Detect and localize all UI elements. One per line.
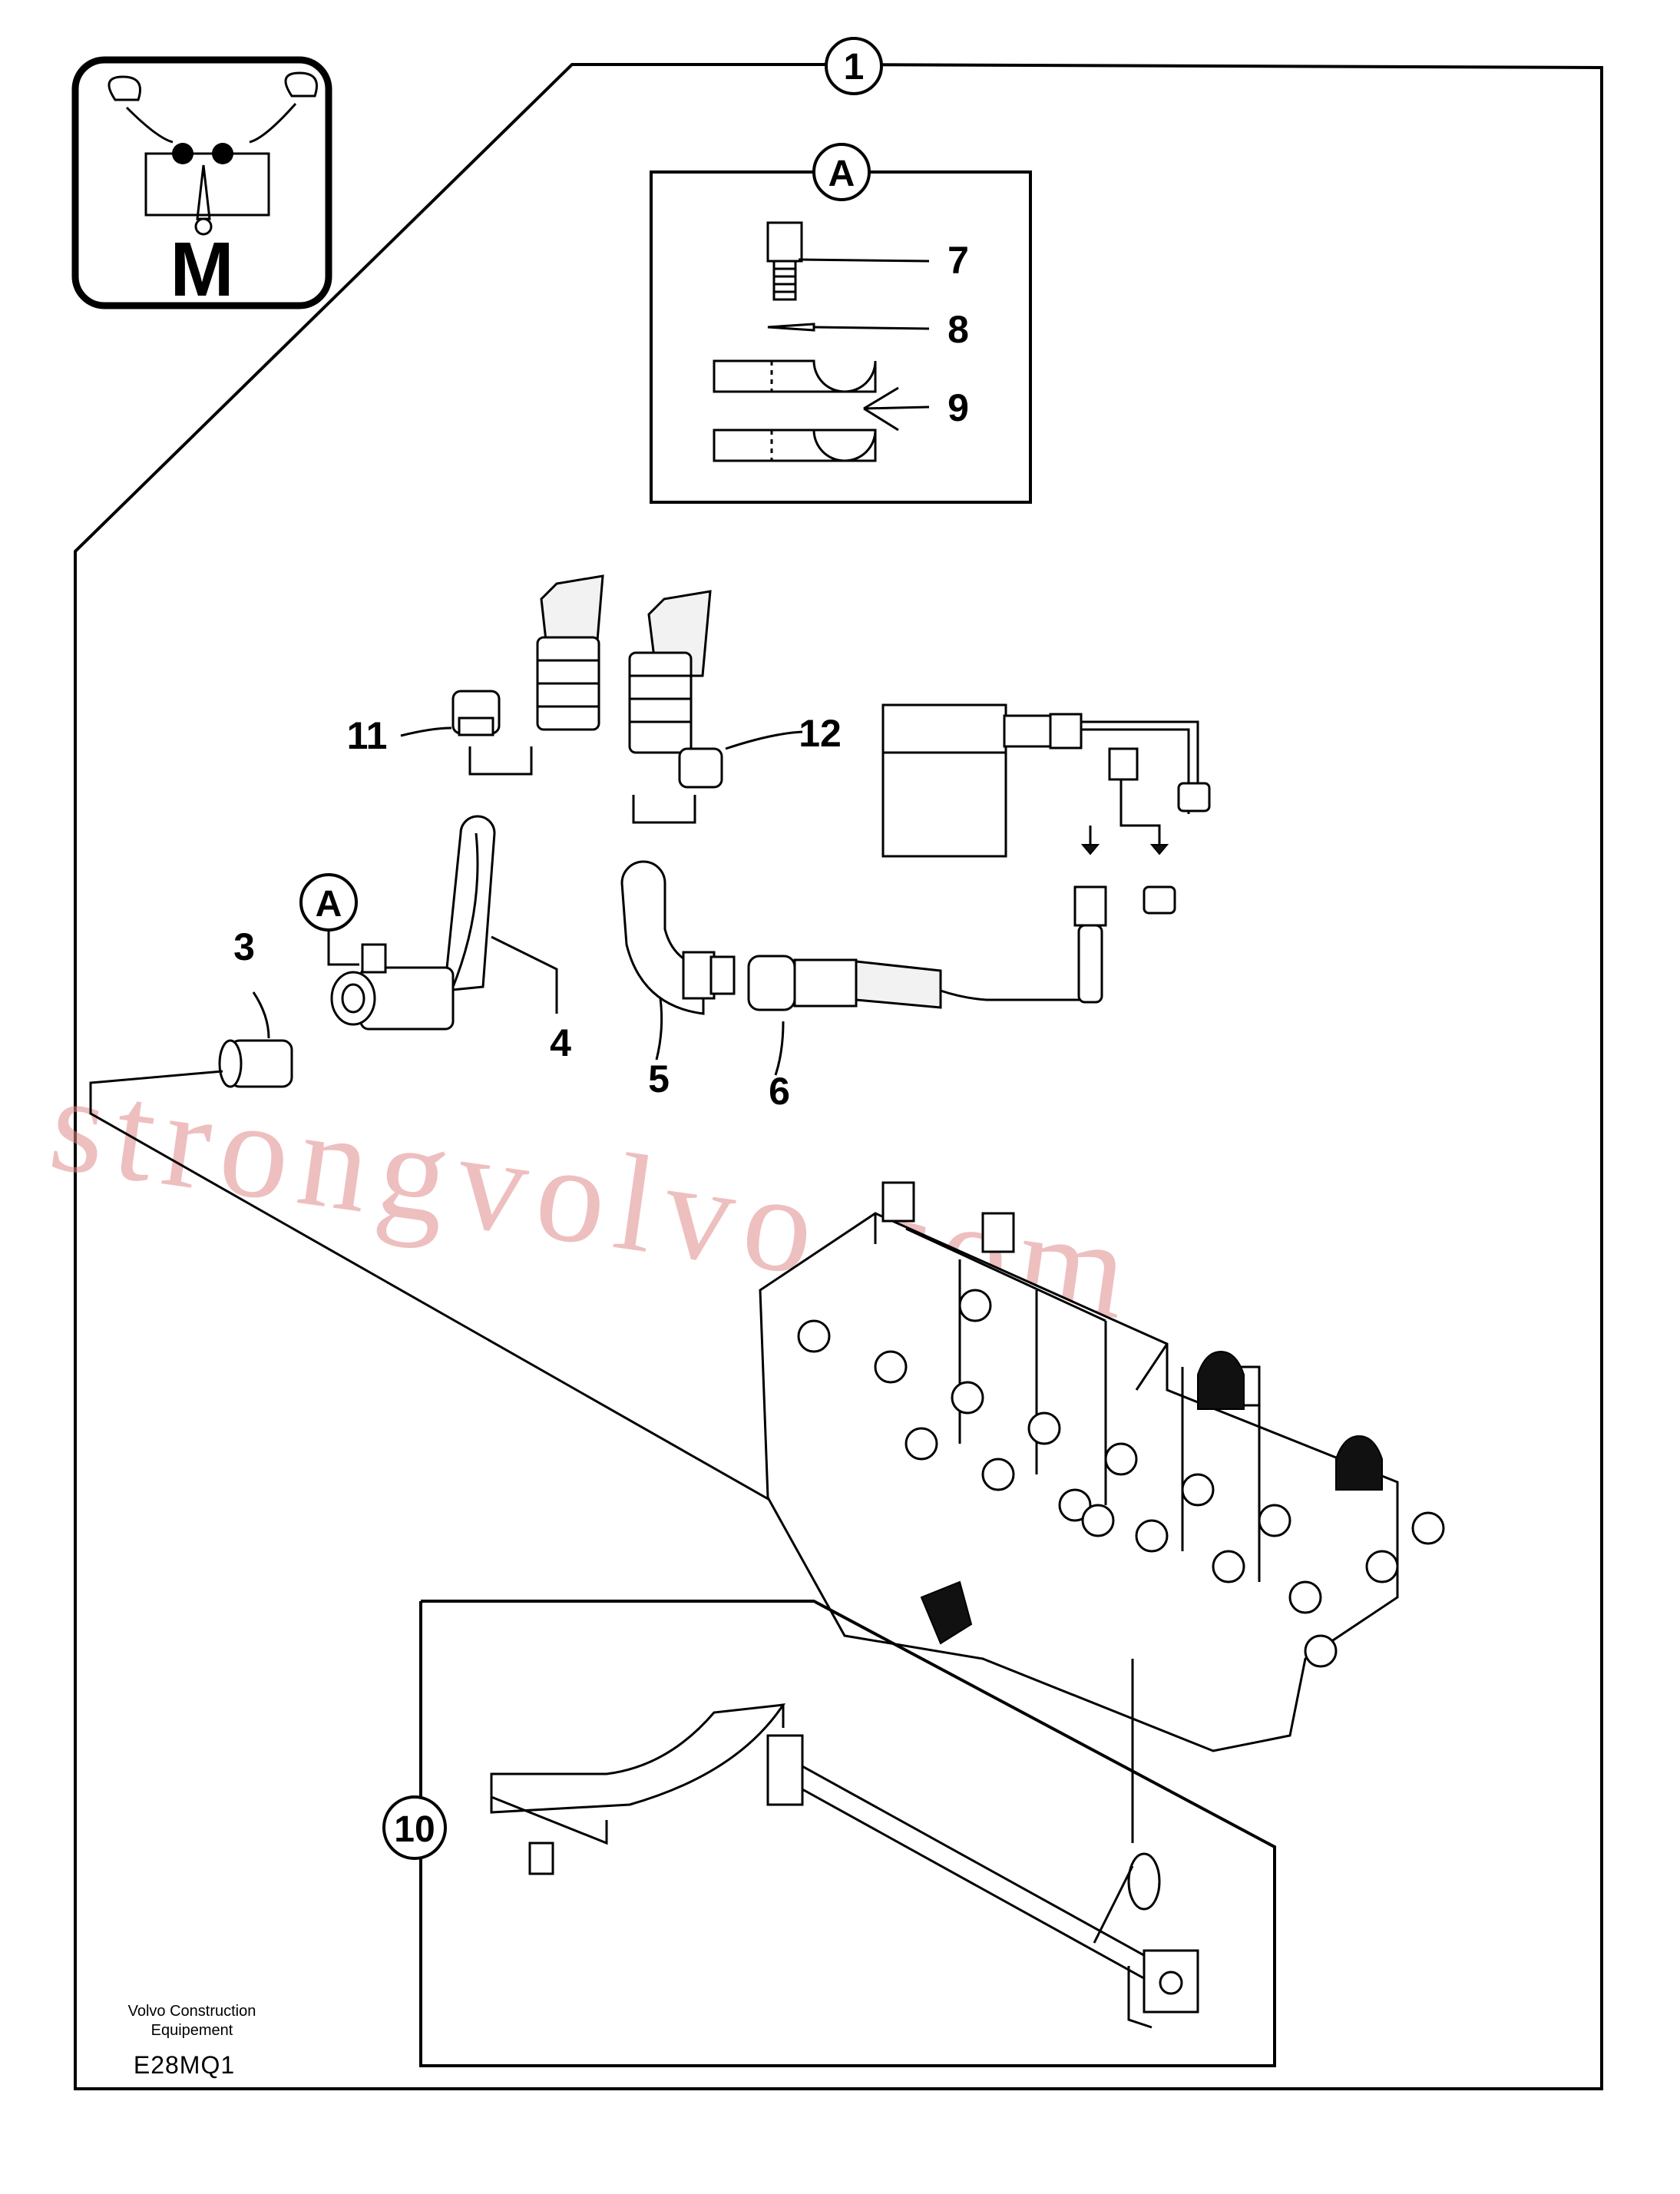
clamp-halves-part xyxy=(713,359,930,462)
company-line-1: Volvo Construction xyxy=(128,2003,256,2020)
hose-right xyxy=(628,590,712,754)
hose-left xyxy=(536,574,604,731)
callout-a-reference: A xyxy=(299,873,359,966)
elbow-5 xyxy=(620,860,736,1061)
label-5: 5 xyxy=(648,1057,670,1100)
label-11: 11 xyxy=(347,714,388,757)
adapter-3 xyxy=(218,991,293,1088)
svg-text:10: 10 xyxy=(394,1809,435,1850)
label-3: 3 xyxy=(233,925,255,968)
washer-part xyxy=(767,323,930,332)
label-8: 8 xyxy=(947,308,969,351)
detail-box-a xyxy=(650,170,1032,504)
company-line-2: Equipement xyxy=(151,2022,233,2039)
plug-12 xyxy=(632,730,803,824)
control-valve-block xyxy=(759,1181,1445,1752)
callout-a-detail: A xyxy=(812,143,871,201)
label-6: 6 xyxy=(769,1070,790,1113)
main-frame xyxy=(74,63,1603,2090)
callout-1: 1 xyxy=(825,37,883,95)
label-4: 4 xyxy=(550,1021,571,1064)
label-9: 9 xyxy=(947,386,969,429)
tee-pipe-4 xyxy=(330,815,558,1031)
handle-lever xyxy=(490,1659,1199,2029)
pressure-switch-assembly xyxy=(881,703,1211,1004)
symbol-letter: M xyxy=(170,227,233,313)
label-12: 12 xyxy=(799,712,842,755)
drawing-code: E28MQ1 xyxy=(134,2051,235,2079)
callout-10: 10 xyxy=(382,1795,447,1860)
label-7: 7 xyxy=(947,239,969,282)
svg-text:1: 1 xyxy=(844,47,865,88)
handle-box xyxy=(419,1600,1276,2067)
svg-text:A: A xyxy=(316,884,342,925)
svg-text:A: A xyxy=(828,154,855,194)
machine-symbol-icon xyxy=(71,56,332,309)
plug-11 xyxy=(400,690,533,776)
hose-6 xyxy=(747,955,1098,1076)
bolt-part xyxy=(766,221,930,301)
